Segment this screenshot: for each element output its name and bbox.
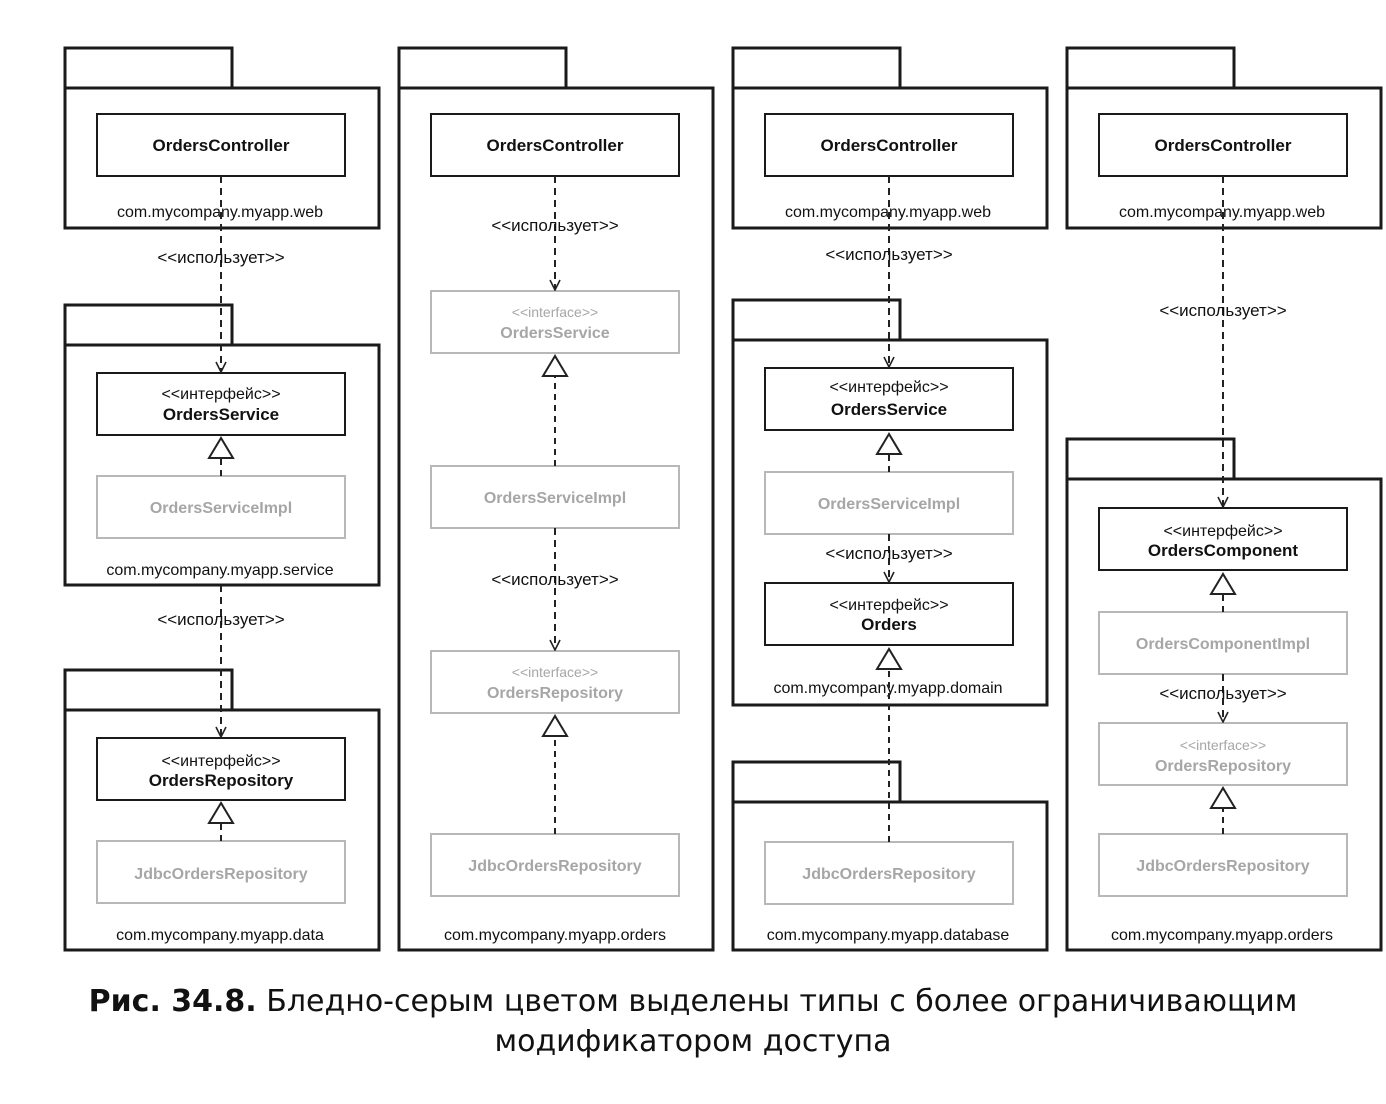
class-orders-component-impl: OrdersComponentImpl xyxy=(1098,611,1348,675)
stereotype: <<interface>> xyxy=(512,304,598,320)
stereotype: <<интерфейс>> xyxy=(1163,523,1282,540)
package-name: com.mycompany.myapp.orders xyxy=(1111,927,1333,944)
class-name: OrdersService xyxy=(500,325,610,342)
class-name: OrdersController xyxy=(1155,136,1292,155)
class-jdbc-orders-repository: JdbcOrdersRepository xyxy=(430,833,680,897)
interface-orders-service: <<интерфейс>> OrdersService xyxy=(764,367,1014,431)
uses-label: <<использует>> xyxy=(491,570,618,589)
diagram-1: com.mycompany.myapp.web com.mycompany.my… xyxy=(63,46,381,952)
realization-arrow xyxy=(875,432,903,455)
realization-arrow xyxy=(541,354,569,377)
caption-line-2: модификатором доступа xyxy=(494,1024,892,1059)
class-name: OrdersController xyxy=(153,136,290,155)
package-name: com.mycompany.myapp.service xyxy=(106,562,333,579)
stereotype: <<интерфейс>> xyxy=(161,753,280,770)
class-name: JdbcOrdersRepository xyxy=(468,858,641,875)
realization-arrow xyxy=(207,436,235,459)
class-name: OrdersRepository xyxy=(1155,758,1291,775)
package-name: com.mycompany.myapp.orders xyxy=(444,927,666,944)
class-name: OrdersService xyxy=(163,405,279,424)
class-name: OrdersServiceImpl xyxy=(484,490,626,507)
class-name: JdbcOrdersRepository xyxy=(802,866,975,883)
uses-label: <<использует>> xyxy=(491,216,618,235)
stereotype: <<интерфейс>> xyxy=(829,379,948,396)
class-orders-controller: OrdersController xyxy=(1098,113,1348,177)
uses-label: <<использует>> xyxy=(1159,684,1286,703)
package-name: com.mycompany.myapp.database xyxy=(767,927,1010,944)
class-orders-service-impl: OrdersServiceImpl xyxy=(430,465,680,529)
realization-arrow xyxy=(207,801,235,824)
class-jdbc-orders-repository: JdbcOrdersRepository xyxy=(96,840,346,904)
caption-text: Бледно-серым цветом выделены типы с боле… xyxy=(266,984,1298,1019)
class-name: OrdersComponent xyxy=(1148,541,1299,560)
class-name: JdbcOrdersRepository xyxy=(1136,858,1309,875)
realization-arrow xyxy=(541,714,569,737)
package-name: com.mycompany.myapp.data xyxy=(116,927,324,944)
realization-arrow xyxy=(1209,786,1237,809)
stereotype: <<интерфейс>> xyxy=(829,597,948,614)
class-orders-controller: OrdersController xyxy=(764,113,1014,177)
class-name: OrdersComponentImpl xyxy=(1136,636,1310,653)
caption-label: Рис. 34.8. xyxy=(88,984,257,1019)
class-name: OrdersServiceImpl xyxy=(818,496,960,513)
architecture-diagram: com.mycompany.myapp.web com.mycompany.my… xyxy=(63,46,1383,952)
uses-label: <<использует>> xyxy=(825,245,952,264)
class-orders-service-impl: OrdersServiceImpl xyxy=(764,471,1014,535)
figure-caption: Рис. 34.8. Бледно-серым цветом выделены … xyxy=(0,982,1386,1062)
class-name: OrdersRepository xyxy=(487,685,623,702)
class-name: Orders xyxy=(861,615,917,634)
diagram-4: com.mycompany.myapp.web com.mycompany.my… xyxy=(1065,46,1383,952)
uses-label: <<использует>> xyxy=(157,610,284,629)
stereotype: <<interface>> xyxy=(512,664,598,680)
class-name: OrdersController xyxy=(821,136,958,155)
uses-label: <<использует>> xyxy=(157,248,284,267)
class-name: OrdersServiceImpl xyxy=(150,500,292,517)
class-jdbc-orders-repository: JdbcOrdersRepository xyxy=(1098,833,1348,897)
stereotype: <<interface>> xyxy=(1180,737,1266,753)
class-orders-controller: OrdersController xyxy=(96,113,346,177)
realization-arrow xyxy=(875,647,903,670)
interface-orders-service: <<интерфейс>> OrdersService xyxy=(96,372,346,436)
uses-label: <<использует>> xyxy=(1159,301,1286,320)
realization-arrow xyxy=(1209,572,1237,595)
diagram-3: com.mycompany.myapp.web com.mycompany.my… xyxy=(731,46,1049,952)
interface-orders-service: <<interface>> OrdersService xyxy=(430,290,680,354)
stereotype: <<интерфейс>> xyxy=(161,386,280,403)
diagram-2: com.mycompany.myapp.orders OrdersControl… xyxy=(397,46,715,952)
class-name: OrdersRepository xyxy=(149,771,294,790)
interface-orders-repository: <<interface>> OrdersRepository xyxy=(1098,722,1348,786)
class-orders-service-impl: OrdersServiceImpl xyxy=(96,475,346,539)
interface-orders: <<интерфейс>> Orders xyxy=(764,582,1014,646)
package-name: com.mycompany.myapp.domain xyxy=(773,680,1002,697)
class-jdbc-orders-repository: JdbcOrdersRepository xyxy=(764,841,1014,905)
interface-orders-repository: <<interface>> OrdersRepository xyxy=(430,650,680,714)
interface-orders-repository: <<интерфейс>> OrdersRepository xyxy=(96,737,346,801)
class-name: OrdersController xyxy=(487,136,624,155)
class-orders-controller: OrdersController xyxy=(430,113,680,177)
caption-line-1: Рис. 34.8. Бледно-серым цветом выделены … xyxy=(0,982,1386,1022)
class-name: JdbcOrdersRepository xyxy=(134,866,307,883)
class-name: OrdersService xyxy=(831,400,947,419)
interface-orders-component: <<интерфейс>> OrdersComponent xyxy=(1098,507,1348,571)
uses-label: <<использует>> xyxy=(825,544,952,563)
